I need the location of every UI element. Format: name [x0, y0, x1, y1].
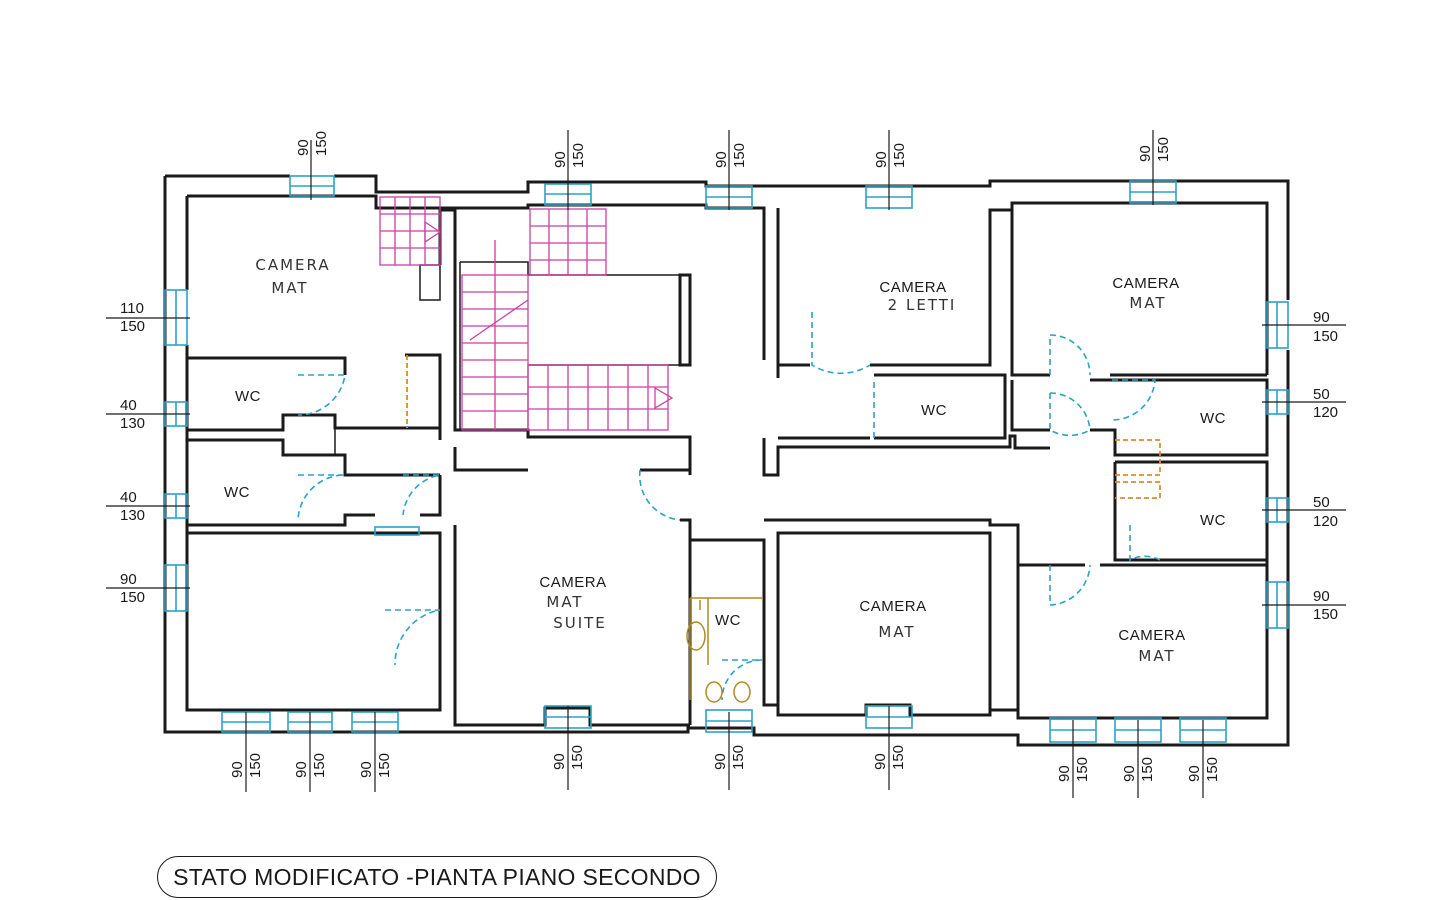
dim-right-3-b: 120 [1313, 513, 1338, 530]
dim-bottom-4-a: 90 [551, 753, 568, 770]
room-label-camera-suite: CAMERA [539, 574, 606, 591]
dim-bottom-3-b: 150 [376, 753, 393, 778]
room-label-wc-4: WC [921, 402, 947, 419]
room-note-camera-5: MAT [1138, 647, 1175, 665]
dim-bottom-7-a: 90 [1056, 765, 1073, 782]
dim-bottom-1-a: 90 [229, 761, 246, 778]
dim-top-1-b: 150 [313, 131, 330, 156]
doors [297, 312, 1161, 701]
dim-bottom-3-a: 90 [358, 761, 375, 778]
room-note-camera-4: MAT [878, 623, 915, 641]
dim-left-4-b: 150 [120, 589, 145, 606]
dims-left: 110 150 40 130 40 130 90 150 [106, 300, 190, 606]
room-note-camera-3: MAT [1129, 294, 1166, 312]
dim-left-2-b: 130 [120, 415, 145, 432]
dim-left-3-b: 130 [120, 507, 145, 524]
dim-bottom-8-b: 150 [1139, 757, 1156, 782]
dim-bottom-9-b: 150 [1204, 757, 1221, 782]
dim-right-2-b: 120 [1313, 404, 1338, 421]
dim-left-4-a: 90 [120, 571, 137, 588]
dim-bottom-8-a: 90 [1121, 765, 1138, 782]
room-label-wc-1: WC [235, 388, 261, 405]
dim-top-5-a: 90 [1137, 145, 1154, 162]
dim-bottom-6-a: 90 [872, 753, 889, 770]
dim-right-1-b: 150 [1313, 328, 1338, 345]
room-label-camera-3: CAMERA [1112, 275, 1179, 292]
dim-bottom-4-b: 150 [569, 745, 586, 770]
dim-right-1-a: 90 [1313, 309, 1330, 326]
plan-title: STATO MODIFICATO -PIANTA PIANO SECONDO [157, 856, 717, 898]
dim-bottom-9-a: 90 [1186, 765, 1203, 782]
room-note-camera-1: MAT [271, 279, 308, 297]
dim-top-3-a: 90 [713, 151, 730, 168]
dim-bottom-5-b: 150 [730, 745, 747, 770]
dims-top: 90 150 90 150 90 150 90 150 90 150 [295, 130, 1172, 210]
dim-top-5-b: 150 [1155, 137, 1172, 162]
dims-bottom: 90 150 90 150 90 150 90 150 90 150 90 15… [229, 706, 1221, 798]
dim-bottom-1-b: 150 [247, 753, 264, 778]
dim-left-2-a: 40 [120, 397, 137, 414]
room-note-camera-suite: MAT [546, 593, 583, 611]
dim-top-2-a: 90 [552, 151, 569, 168]
dim-right-3-a: 50 [1313, 494, 1330, 511]
room-label-wc-6: WC [1200, 512, 1226, 529]
dim-bottom-2-a: 90 [293, 761, 310, 778]
dim-left-3-a: 40 [120, 489, 137, 506]
dims-right: 90 150 50 120 50 120 90 150 [1262, 309, 1346, 623]
room-note2-camera-suite: SUITE [553, 614, 607, 632]
room-labels: CAMERA MAT WC WC CAMERA MAT SUITE WC CAM… [224, 256, 1226, 665]
dim-bottom-5-a: 90 [712, 753, 729, 770]
dim-top-2-b: 150 [570, 143, 587, 168]
room-label-camera-5: CAMERA [1118, 627, 1185, 644]
room-label-camera-2: CAMERA [879, 279, 946, 296]
room-label-wc-5: WC [1200, 410, 1226, 427]
stairs [379, 196, 674, 431]
room-label-camera-4: CAMERA [859, 598, 926, 615]
dim-bottom-2-b: 150 [311, 753, 328, 778]
dim-right-4-a: 90 [1313, 588, 1330, 605]
dim-top-4-b: 150 [891, 143, 908, 168]
dim-bottom-7-b: 150 [1074, 757, 1091, 782]
dim-left-1-a: 110 [120, 300, 144, 317]
dim-top-3-b: 150 [731, 143, 748, 168]
dim-right-2-a: 50 [1313, 386, 1330, 403]
dim-top-4-a: 90 [873, 151, 890, 168]
exterior-walls [163, 174, 1290, 747]
room-label-wc-2: WC [224, 484, 250, 501]
windows [164, 175, 1289, 743]
room-note-camera-2: 2 LETTI [888, 296, 957, 314]
dim-right-4-b: 150 [1313, 606, 1338, 623]
room-label-wc-3: WC [715, 612, 741, 629]
dim-left-1-b: 150 [120, 318, 145, 335]
room-label-camera-1: CAMERA [255, 256, 330, 274]
fixtures [406, 355, 1161, 703]
dim-top-1-a: 90 [295, 139, 312, 156]
dim-bottom-6-b: 150 [890, 745, 907, 770]
